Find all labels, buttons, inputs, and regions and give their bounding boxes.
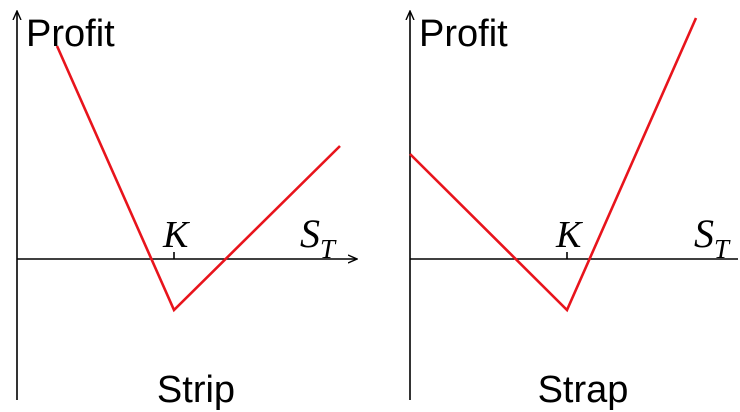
strip-x-axis-label: ST — [300, 211, 337, 264]
strip-y-axis-label: Profit — [26, 13, 115, 55]
strip-payoff-line — [55, 45, 341, 313]
strip-x-axis-label-main: S — [300, 211, 320, 256]
strip-x-axis-label-sub: T — [320, 234, 337, 264]
strip-caption: Strip — [157, 369, 235, 411]
strap-x-axis-label-main: S — [694, 211, 714, 256]
strap-payoff-line — [409, 17, 698, 313]
strap-panel: Profit K ST Strap — [410, 12, 738, 411]
strap-strike-label: K — [555, 214, 583, 256]
strap-caption: Strap — [538, 369, 629, 411]
strap-y-axis-label: Profit — [419, 13, 508, 55]
strip-strike-label: K — [162, 214, 190, 256]
strip-panel: Profit K ST Strip — [17, 12, 356, 411]
strap-x-axis-label: ST — [694, 211, 731, 264]
strap-x-axis-label-sub: T — [714, 234, 731, 264]
